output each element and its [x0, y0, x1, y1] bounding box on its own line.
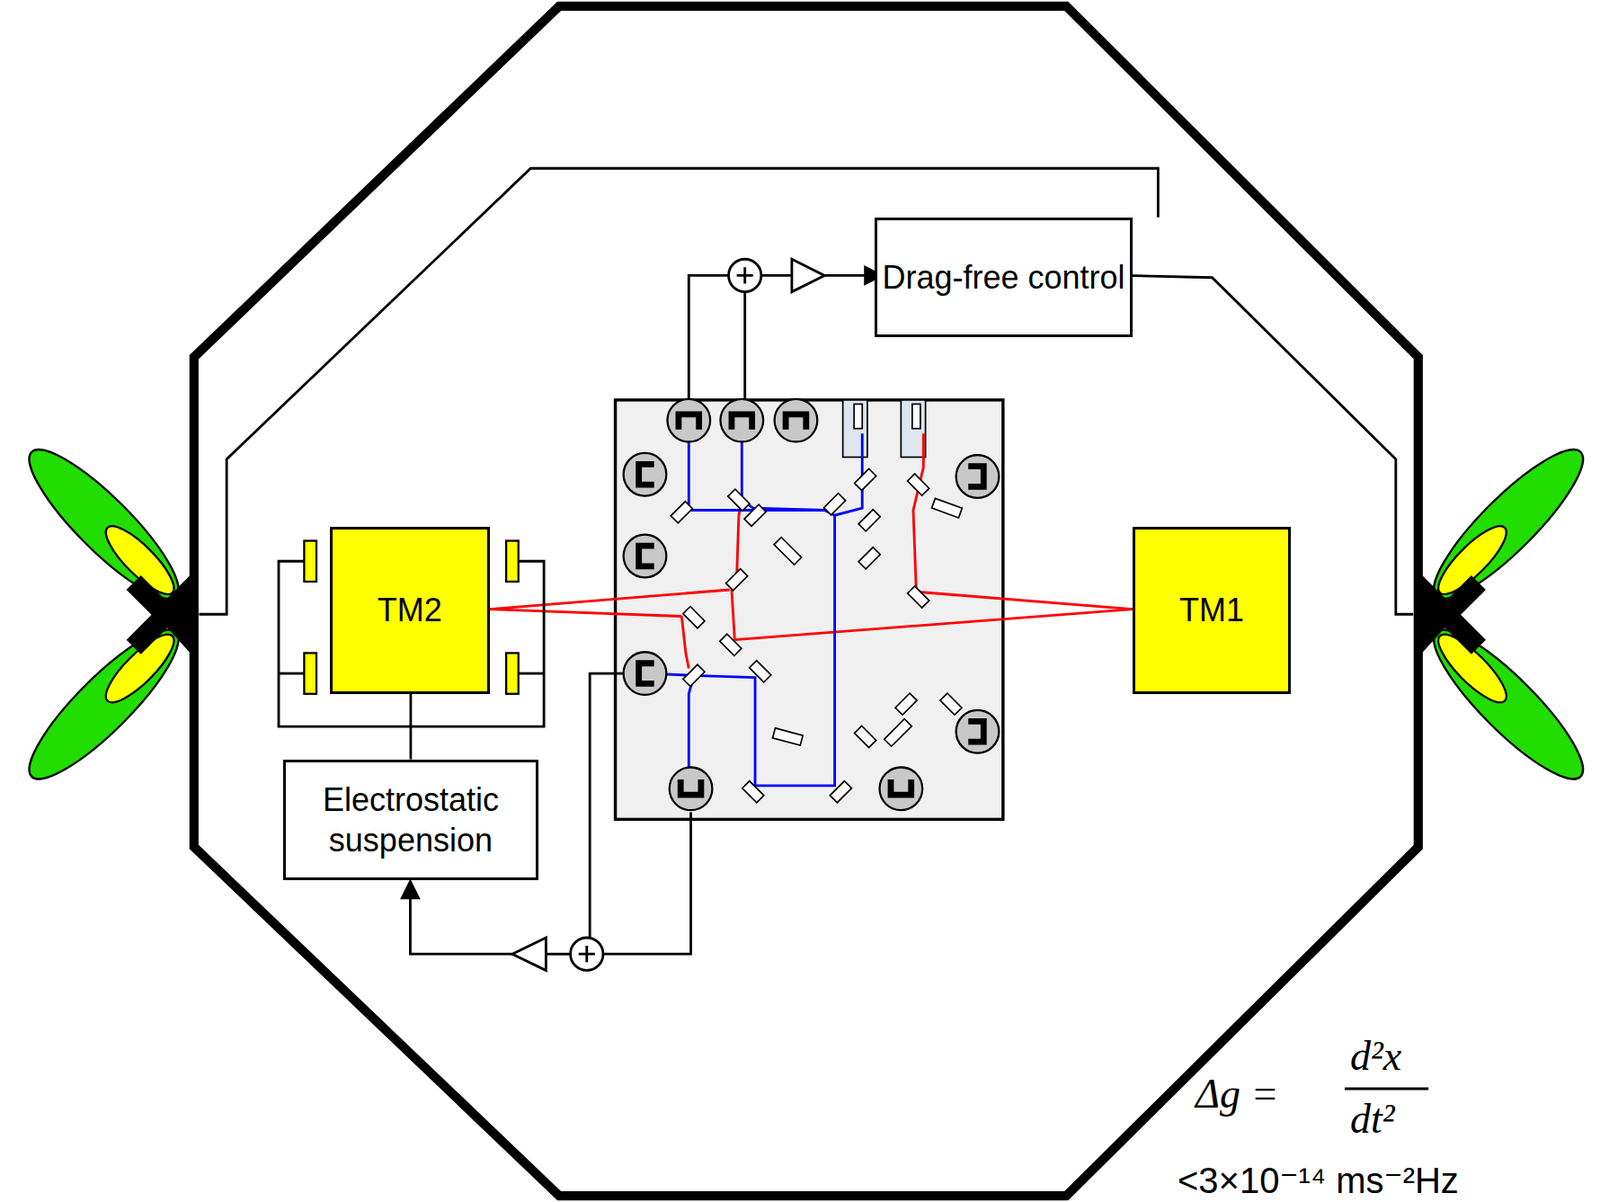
thruster-left	[12, 433, 195, 796]
node-text-group: Electrostatic suspension	[285, 779, 537, 861]
formula-text: Δg =	[1195, 1069, 1280, 1118]
laser-beam	[489, 433, 1133, 668]
formula-text: d²x	[1350, 1031, 1402, 1080]
test-mass: TM1	[1132, 526, 1291, 694]
node-text-group: TM2	[377, 591, 443, 630]
thruster-right	[1417, 433, 1600, 796]
feedback-wire	[688, 258, 882, 399]
fraction-bar	[1344, 1087, 1429, 1091]
node-label: Drag-free control	[881, 257, 1125, 298]
formula-text: dt²	[1350, 1094, 1396, 1143]
optic	[670, 468, 962, 802]
spacecraft-outline	[194, 6, 1419, 1196]
control-box: Electrostatic suspension	[283, 759, 540, 880]
fibre-injector	[843, 400, 926, 458]
node-label: TM2	[377, 591, 443, 630]
node-label: TM1	[1179, 591, 1245, 630]
control-box: Drag-free control	[874, 217, 1133, 338]
node-label: Electrostatic suspension	[285, 779, 537, 861]
connector	[409, 693, 411, 760]
node-text-group: Drag-free control	[881, 257, 1125, 298]
reference-beam	[648, 428, 863, 786]
test-mass: TM2	[329, 526, 490, 694]
photodiode	[623, 399, 1000, 810]
spec-note: <3×10⁻¹⁴ ms⁻²Hz	[1177, 1159, 1459, 1201]
connector-line	[409, 693, 413, 760]
optical-bench	[615, 400, 1004, 819]
node-text-group: TM1	[1179, 591, 1245, 630]
